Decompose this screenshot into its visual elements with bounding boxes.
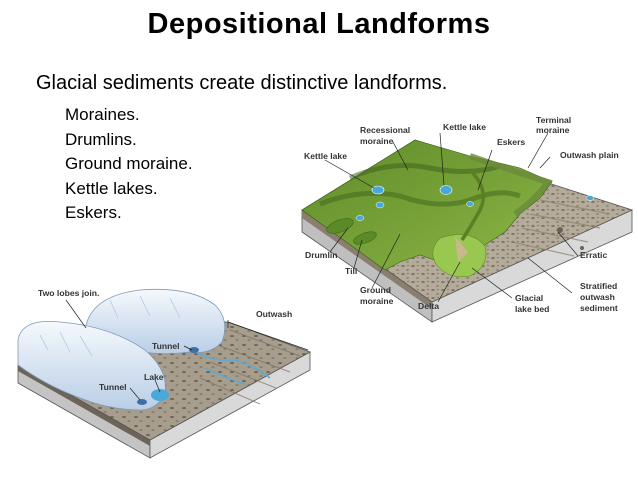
drumlin-hill bbox=[326, 218, 354, 234]
kettle-lake bbox=[439, 185, 453, 195]
kettle-lake bbox=[586, 195, 594, 201]
label-kettle-lake: Kettle lake bbox=[304, 151, 347, 161]
ice-tunnel bbox=[137, 399, 147, 405]
ice-crevasses bbox=[39, 295, 181, 357]
label-ground-moraine: moraine bbox=[360, 296, 394, 306]
label-tunnel: Tunnel bbox=[152, 341, 180, 351]
label-kettle-lake: Kettle lake bbox=[443, 122, 486, 132]
erratic-boulder bbox=[580, 246, 584, 250]
kettle-lake bbox=[375, 201, 385, 209]
delta-deposit bbox=[455, 236, 468, 262]
label-till: Till bbox=[345, 266, 357, 276]
label-recessional-moraine: moraine bbox=[360, 136, 394, 146]
recessional-moraine-ridge bbox=[348, 163, 501, 181]
meltwater-stream bbox=[194, 351, 271, 385]
label-outwash-plain: Outwash plain bbox=[560, 150, 619, 160]
proglacial-lake bbox=[151, 389, 169, 401]
drumlin-hill bbox=[353, 231, 377, 245]
label-lake: Lake bbox=[144, 372, 164, 382]
intro-text: Glacial sediments create distinctive lan… bbox=[36, 72, 448, 94]
label-terminal-moraine: moraine bbox=[536, 125, 570, 135]
landscape-labels: Recessional moraine Kettle lake Terminal… bbox=[304, 115, 619, 314]
bullet-item: Drumlins. bbox=[65, 129, 137, 149]
landscape-block-diagram bbox=[301, 139, 634, 323]
esker-ridge bbox=[460, 168, 486, 241]
label-ground-moraine: Ground bbox=[360, 285, 391, 295]
bullet-list: Moraines. Drumlins. Ground moraine. Kett… bbox=[65, 103, 193, 226]
glacier-labels: Two lobes join. Outwash Tunnel Lake Tunn… bbox=[38, 288, 292, 392]
label-glacial-lake-bed: Glacial bbox=[515, 293, 543, 303]
moraine-ridge bbox=[319, 190, 521, 207]
bullet-item: Ground moraine. bbox=[65, 154, 193, 173]
label-terminal-moraine: Terminal bbox=[536, 115, 571, 125]
label-two-lobes-join: Two lobes join. bbox=[38, 288, 99, 298]
kettle-lake bbox=[355, 215, 365, 221]
label-drumlin: Drumlin bbox=[305, 250, 337, 260]
outwash-bracket bbox=[227, 321, 309, 351]
glacier-block-diagram bbox=[17, 288, 311, 459]
glacier-leader-lines bbox=[65, 299, 229, 401]
label-delta: Delta bbox=[418, 301, 439, 311]
label-stratified-outwash: Stratified bbox=[580, 281, 617, 291]
bullet-item: Eskers. bbox=[65, 203, 122, 222]
label-stratified-outwash: outwash bbox=[580, 292, 615, 302]
label-recessional-moraine: Recessional bbox=[360, 125, 410, 135]
terminal-moraine-ridge bbox=[469, 153, 553, 217]
bullet-item: Kettle lakes. bbox=[65, 178, 158, 198]
label-glacial-lake-bed: lake bed bbox=[515, 304, 549, 314]
outwash-channels bbox=[511, 199, 611, 257]
ice-tunnel bbox=[189, 347, 199, 353]
label-outwash: Outwash bbox=[256, 309, 292, 319]
label-eskers: Eskers bbox=[497, 137, 525, 147]
label-stratified-outwash: sediment bbox=[580, 303, 618, 313]
slide-title: Depositional Landforms bbox=[147, 8, 491, 40]
till-layer bbox=[302, 210, 432, 309]
bullet-item: Moraines. bbox=[65, 105, 140, 124]
outwash-streaks bbox=[199, 329, 301, 405]
kettle-lake bbox=[371, 185, 385, 195]
kettle-lake bbox=[466, 201, 474, 207]
landscape-leader-lines bbox=[324, 132, 579, 303]
label-tunnel: Tunnel bbox=[99, 382, 127, 392]
erratic-boulder bbox=[557, 227, 563, 233]
label-erratic: Erratic bbox=[580, 250, 607, 260]
